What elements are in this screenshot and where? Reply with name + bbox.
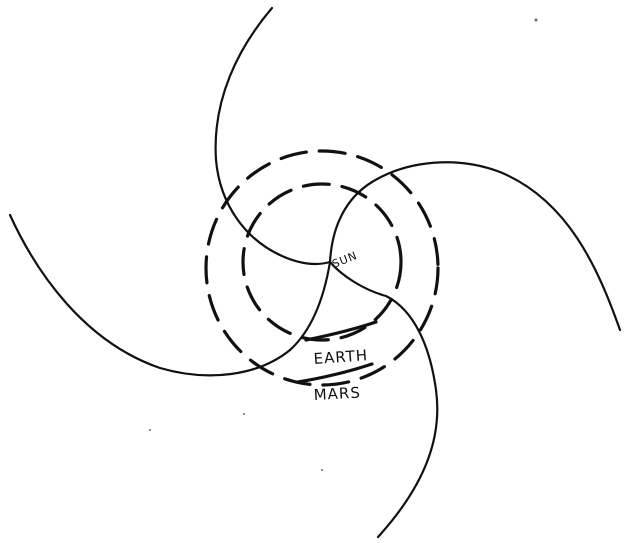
spiral-arm-left <box>10 215 330 375</box>
scan-speck <box>149 429 151 431</box>
earth-orbit <box>243 184 401 340</box>
scan-speck <box>535 19 538 22</box>
mars-label: MARS <box>313 384 361 404</box>
earth-label: EARTH <box>313 346 369 368</box>
sun-label: SUN <box>330 249 359 271</box>
spiral-arm-right <box>330 162 620 330</box>
spiral-arm-top <box>216 8 330 264</box>
scan-speck <box>321 469 323 471</box>
scan-speck <box>243 413 245 415</box>
